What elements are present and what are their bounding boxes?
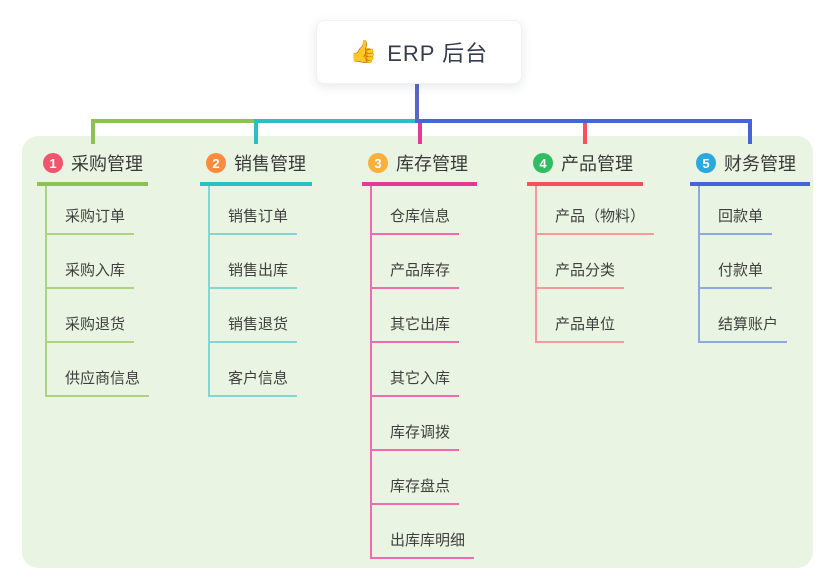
- branch-node[interactable]: 4 产品管理: [527, 150, 643, 186]
- child-node[interactable]: 产品单位: [537, 289, 625, 343]
- branch-drop-line: [90, 119, 95, 144]
- child-node[interactable]: 出库库明细: [372, 505, 475, 559]
- child-node[interactable]: 客户信息: [210, 343, 298, 397]
- child-node[interactable]: 付款单: [700, 235, 773, 289]
- child-node[interactable]: 其它入库: [372, 343, 460, 397]
- child-node[interactable]: 销售退货: [210, 289, 298, 343]
- child-node[interactable]: 供应商信息: [47, 343, 150, 397]
- branch-column: 2 销售管理 销售订单销售出库销售退货客户信息: [200, 150, 312, 397]
- branch-column: 5 财务管理 回款单付款单结算账户: [690, 150, 810, 343]
- child-node[interactable]: 产品库存: [372, 235, 460, 289]
- root-title: ERP 后台: [387, 41, 489, 66]
- branches-panel: [22, 136, 813, 568]
- branch-drop-line: [254, 119, 258, 144]
- child-node[interactable]: 产品分类: [537, 235, 625, 289]
- branch-column: 3 库存管理 仓库信息产品库存其它出库其它入库库存调拨库存盘点出库库明细: [362, 150, 477, 559]
- branch-node[interactable]: 5 财务管理: [690, 150, 810, 186]
- branch-drop-line: [748, 119, 752, 144]
- bus-left-green: [90, 119, 254, 123]
- branch-label: 产品管理: [561, 154, 633, 174]
- child-node[interactable]: 采购订单: [47, 186, 135, 235]
- child-node[interactable]: 产品（物料）: [537, 186, 655, 235]
- branch-number-badge: 4: [533, 153, 553, 173]
- branch-column: 4 产品管理 产品（物料）产品分类产品单位: [527, 150, 655, 343]
- branch-number-badge: 1: [43, 153, 63, 173]
- bus-left-teal: [254, 119, 419, 123]
- branch-number-badge: 5: [696, 153, 716, 173]
- child-node[interactable]: 采购退货: [47, 289, 135, 343]
- child-node[interactable]: 采购入库: [47, 235, 135, 289]
- bus-right-blue: [415, 119, 752, 123]
- branch-node[interactable]: 2 销售管理: [200, 150, 312, 186]
- child-node[interactable]: 回款单: [700, 186, 773, 235]
- root-stem-line: [415, 84, 419, 123]
- branch-children: 销售订单销售出库销售退货客户信息: [208, 186, 312, 397]
- child-node[interactable]: 销售出库: [210, 235, 298, 289]
- branch-number-badge: 2: [206, 153, 226, 173]
- child-node[interactable]: 仓库信息: [372, 186, 460, 235]
- branch-drop-line: [583, 119, 587, 144]
- branch-label: 销售管理: [234, 154, 306, 174]
- child-node[interactable]: 库存调拨: [372, 397, 460, 451]
- branch-label: 财务管理: [724, 154, 796, 174]
- branch-children: 产品（物料）产品分类产品单位: [535, 186, 655, 343]
- child-node[interactable]: 结算账户: [700, 289, 788, 343]
- branch-label: 采购管理: [71, 154, 143, 174]
- child-node[interactable]: 销售订单: [210, 186, 298, 235]
- branch-label: 库存管理: [396, 154, 468, 174]
- branch-column: 1 采购管理 采购订单采购入库采购退货供应商信息: [37, 150, 150, 397]
- branch-number-badge: 3: [368, 153, 388, 173]
- root-node[interactable]: 👍 ERP 后台: [316, 20, 522, 84]
- branch-children: 仓库信息产品库存其它出库其它入库库存调拨库存盘点出库库明细: [370, 186, 477, 559]
- branch-node[interactable]: 3 库存管理: [362, 150, 477, 186]
- branch-children: 采购订单采购入库采购退货供应商信息: [45, 186, 150, 397]
- branch-node[interactable]: 1 采购管理: [37, 150, 148, 186]
- child-node[interactable]: 库存盘点: [372, 451, 460, 505]
- branch-drop-line: [417, 119, 422, 144]
- branch-children: 回款单付款单结算账户: [698, 186, 810, 343]
- thumbs-up-icon: 👍: [349, 39, 378, 64]
- child-node[interactable]: 其它出库: [372, 289, 460, 343]
